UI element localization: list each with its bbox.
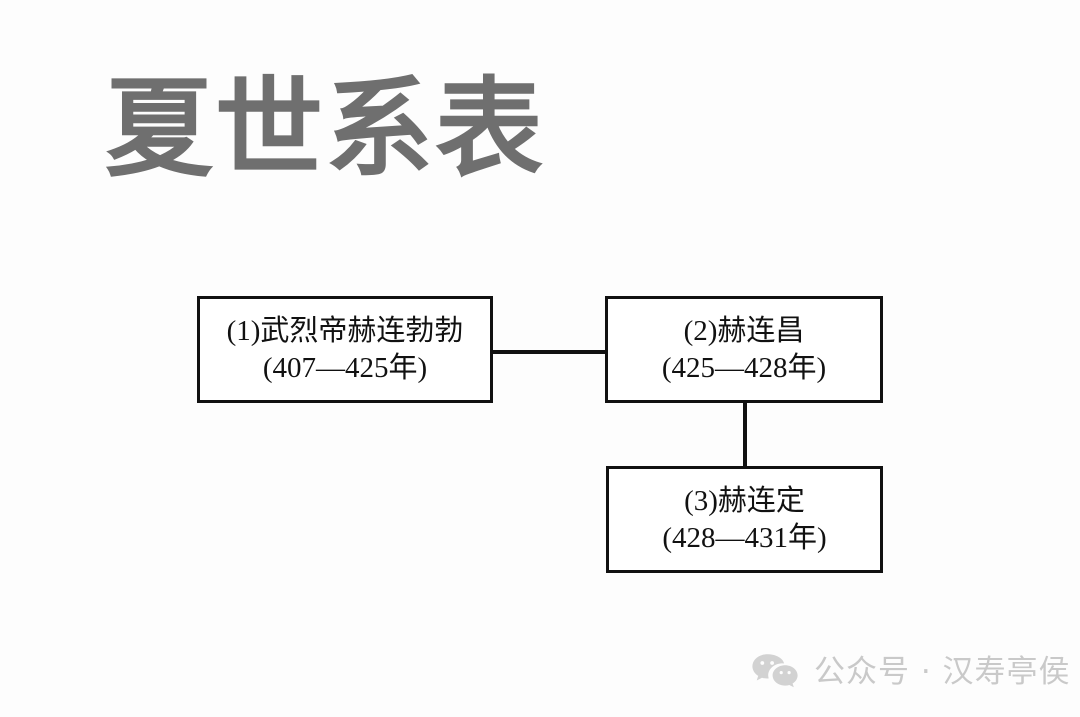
genealogy-node-2: (2)赫连昌 (425—428年): [605, 296, 883, 403]
node-1-name: (1)武烈帝赫连勃勃: [226, 314, 464, 347]
genealogy-node-1: (1)武烈帝赫连勃勃 (407—425年): [197, 296, 493, 403]
connector-line-2-to-3: [743, 402, 747, 468]
connector-line-1-to-2: [492, 350, 607, 354]
wechat-icon: [752, 654, 798, 688]
watermark: 公众号 · 汉寿亭侯: [752, 652, 1071, 692]
node-1-reign: (407—425年): [262, 351, 428, 384]
node-3-name: (3)赫连定: [684, 484, 805, 517]
watermark-text: 公众号 · 汉寿亭侯: [814, 654, 1071, 690]
node-2-reign: (425—428年): [661, 351, 827, 384]
page-title: 夏世系表: [105, 67, 546, 192]
node-2-name: (2)赫连昌: [683, 314, 805, 347]
node-3-reign: (428—431年): [662, 521, 827, 554]
genealogy-node-3: (3)赫连定 (428—431年): [606, 466, 883, 573]
